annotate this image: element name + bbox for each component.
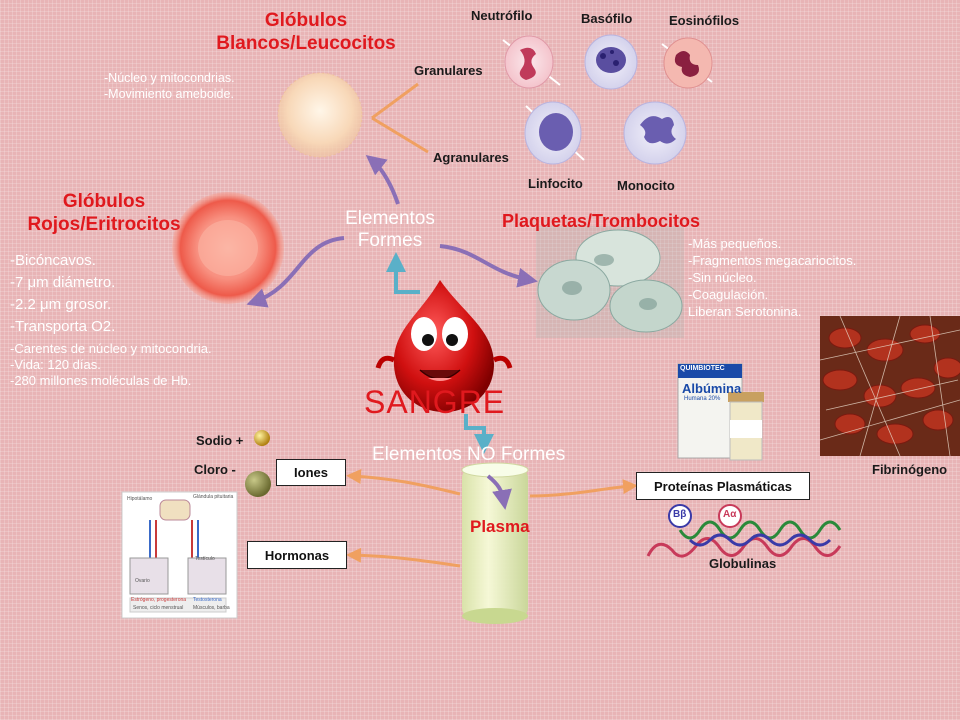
cloro-label: Cloro - [194,462,236,477]
sodio-ion-icon [254,430,270,446]
fibrinogeno-image [819,315,960,457]
eritrocitos-notes: -Bicóncavos. -7 μm diámetro. -2.2 μm gro… [10,252,116,335]
monocito-image [623,101,687,165]
linfocito-image [524,101,585,165]
elementos-formes-label: Elementos Formes [345,208,435,251]
albumina-name: Albúmina [682,381,742,396]
leucocito-image [277,72,363,158]
chain-label-b: Bβ [673,509,687,520]
basofilo-image [584,34,638,90]
eritrocitos-title: Glóbulos Rojos/Eritrocitos [27,191,181,235]
hormonas-figure [121,491,238,619]
hormonas-figure-labels: Hipotálamo Glándula pituitaria Ovario Te… [127,494,234,611]
fibrinogeno-label: Fibrinógeno [872,462,948,477]
hormonas-box: Hormonas [247,541,347,569]
linfocito-label: Linfocito [528,176,583,191]
proteinas-box: Proteínas Plasmáticas [636,472,810,500]
sangre-arrows [386,252,494,454]
neutrofilo-label: Neutrófilo [471,8,533,23]
globulinas-label: Globulinas [709,556,777,571]
monocito-label: Monocito [617,178,675,193]
albumina-sub: Humana 20% [684,396,721,402]
eritrocitos-notes-small: -Carentes de núcleo y mitocondria. -Vida… [10,341,212,388]
elementos-no-formes-label: Elementos NO Formes [372,444,566,465]
basofilo-label: Basófilo [581,11,633,26]
formes-arrows [246,154,538,510]
plasma-tube [461,462,529,624]
albumina-brand: QUIMBIOTEC [680,365,725,372]
plaquetas-image [536,226,684,338]
neutrofilo-image [502,35,561,89]
granulares-label: Granulares [414,63,483,78]
eosinofilos-label: Eosinófilos [669,13,740,28]
globulinas-chain [646,504,842,558]
chain-label-a: Aα [723,509,737,520]
cloro-ion-icon [245,471,271,497]
plaquetas-title: Plaquetas/Trombocitos [502,211,701,231]
albumina-image [677,363,764,461]
plasma-label: Plasma [470,517,530,536]
leucocitos-title: Glóbulos Blancos/Leucocitos [216,10,396,54]
sangre-title: SANGRE [364,384,506,420]
iones-box: Iones [276,459,346,486]
plasma-arrows [346,468,638,568]
sodio-label: Sodio + [196,433,244,448]
eritrocito-image [172,192,284,304]
granulares-branch [371,82,429,154]
sangre-mascot [375,280,513,412]
leucocitos-notes: -Núcleo y mitocondrias. -Movimiento ameb… [104,71,235,101]
eosinofilo-image [661,37,713,89]
agranulares-label: Agranulares [433,150,509,165]
plaquetas-notes: -Más pequeños. -Fragmentos megacariocito… [688,236,857,319]
